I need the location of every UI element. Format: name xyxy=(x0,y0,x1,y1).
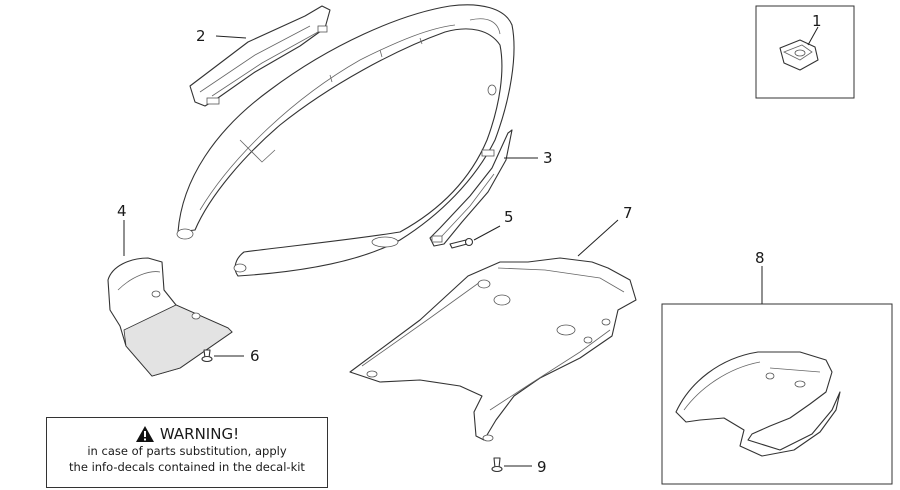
callout-9: 9 xyxy=(537,458,547,476)
callout-4: 4 xyxy=(117,202,127,220)
warning-title: WARNING! xyxy=(159,425,240,443)
callout-5: 5 xyxy=(504,208,514,226)
callout-7: 7 xyxy=(623,204,633,222)
part-4-side-guard xyxy=(107,257,233,377)
warning-notice: WARNING! in case of parts substitution, … xyxy=(46,417,328,488)
part-9-screw xyxy=(491,457,503,473)
callout-6: 6 xyxy=(250,347,260,365)
warning-line-1: in case of parts substitution, apply xyxy=(87,444,287,458)
part-6-screw xyxy=(201,349,213,363)
warning-line-2: the info-decals contained in the decal-k… xyxy=(69,460,305,474)
callout-8: 8 xyxy=(755,249,765,267)
part-1-clip-nut xyxy=(755,5,855,99)
part-8-tray-assembly xyxy=(661,303,893,485)
part-2-rail-panel xyxy=(189,5,331,107)
part-5-screw xyxy=(449,237,474,249)
warning-triangle-icon xyxy=(135,426,154,442)
callout-3: 3 xyxy=(543,149,553,167)
callout-2: 2 xyxy=(196,27,206,45)
callout-1: 1 xyxy=(812,12,822,30)
rear-body-cowl xyxy=(176,4,515,277)
part-7-under-tray xyxy=(349,257,637,442)
part-3-side-trim xyxy=(429,129,513,247)
